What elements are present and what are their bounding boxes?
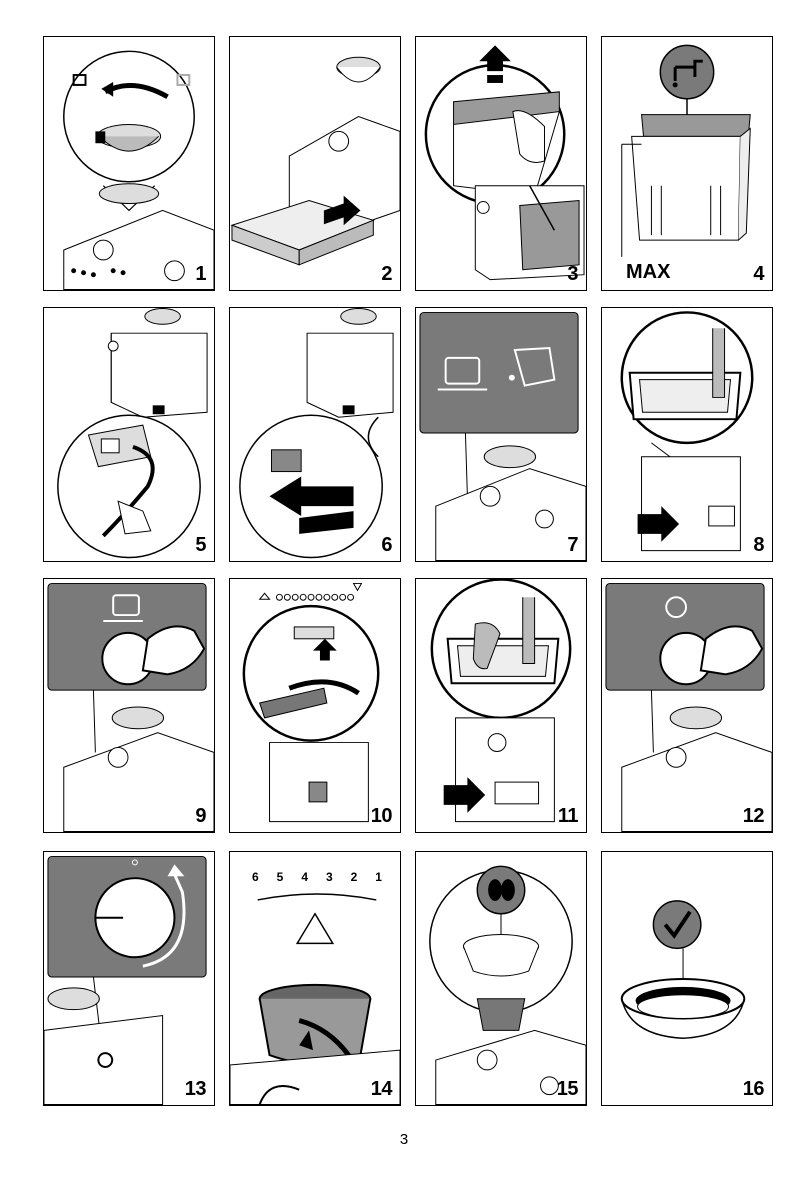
step-number: 8: [753, 535, 764, 555]
fill-water-tank-illustration: [602, 37, 772, 290]
step-1-panel: 1: [43, 36, 215, 291]
step-number: 12: [743, 806, 764, 826]
step-number: 11: [558, 806, 578, 826]
place-container-under-steam-wand-illustration: [416, 579, 586, 832]
step-number: 7: [567, 535, 578, 555]
step-3-panel: 3: [415, 36, 587, 291]
turn-steam-knob-illustration: [44, 852, 214, 1105]
step-2-panel: 2: [229, 36, 401, 291]
remove-hopper-illustration: [44, 37, 214, 290]
step-12-panel: 12: [601, 578, 773, 833]
step-15-panel: 15: [415, 851, 587, 1106]
step-number: 13: [185, 1079, 206, 1099]
insert-filter-holder-illustration: [230, 579, 400, 832]
refit-hopper-illustration: [416, 852, 586, 1105]
step-number: 6: [381, 535, 392, 555]
filter-ready-illustration: [602, 852, 772, 1105]
step-number: 4: [753, 264, 764, 284]
step-14-panel: 6 5 4 3 2 1 14: [229, 851, 401, 1106]
remove-water-tank-illustration: [416, 37, 586, 290]
step-number: 2: [381, 264, 392, 284]
step-9-panel: 9: [43, 578, 215, 833]
step-13-panel: 13: [43, 851, 215, 1106]
step-16-panel: 16: [601, 851, 773, 1106]
step-7-panel: 7: [415, 307, 587, 562]
step-number: 9: [195, 806, 206, 826]
step-number: 16: [743, 1079, 764, 1099]
step-number: 5: [195, 535, 206, 555]
page-number: 3: [0, 1131, 808, 1148]
step-5-panel: 5: [43, 307, 215, 562]
insert-drip-tray-illustration: [230, 37, 400, 290]
place-container-under-group-illustration: [602, 308, 772, 561]
step-6-panel: 6: [229, 307, 401, 562]
step-4-panel: MAX 4: [601, 36, 773, 291]
step-number: 14: [371, 1079, 392, 1099]
press-espresso-button-illustration: [44, 579, 214, 832]
press-rinse-button-illustration: [602, 579, 772, 832]
step-number: 10: [371, 806, 392, 826]
press-power-switch-illustration: [230, 308, 400, 561]
step-8-panel: 8: [601, 307, 773, 562]
step-number: 1: [195, 264, 206, 284]
step-11-panel: 11: [415, 578, 587, 833]
adjust-grind-illustration: [230, 852, 400, 1105]
max-label: MAX: [626, 262, 670, 282]
plug-in-power-cord-illustration: [44, 308, 214, 561]
indicator-lights-illustration: [416, 308, 586, 561]
step-number: 3: [567, 264, 578, 284]
step-10-panel: 10: [229, 578, 401, 833]
step-number: 15: [557, 1079, 578, 1099]
